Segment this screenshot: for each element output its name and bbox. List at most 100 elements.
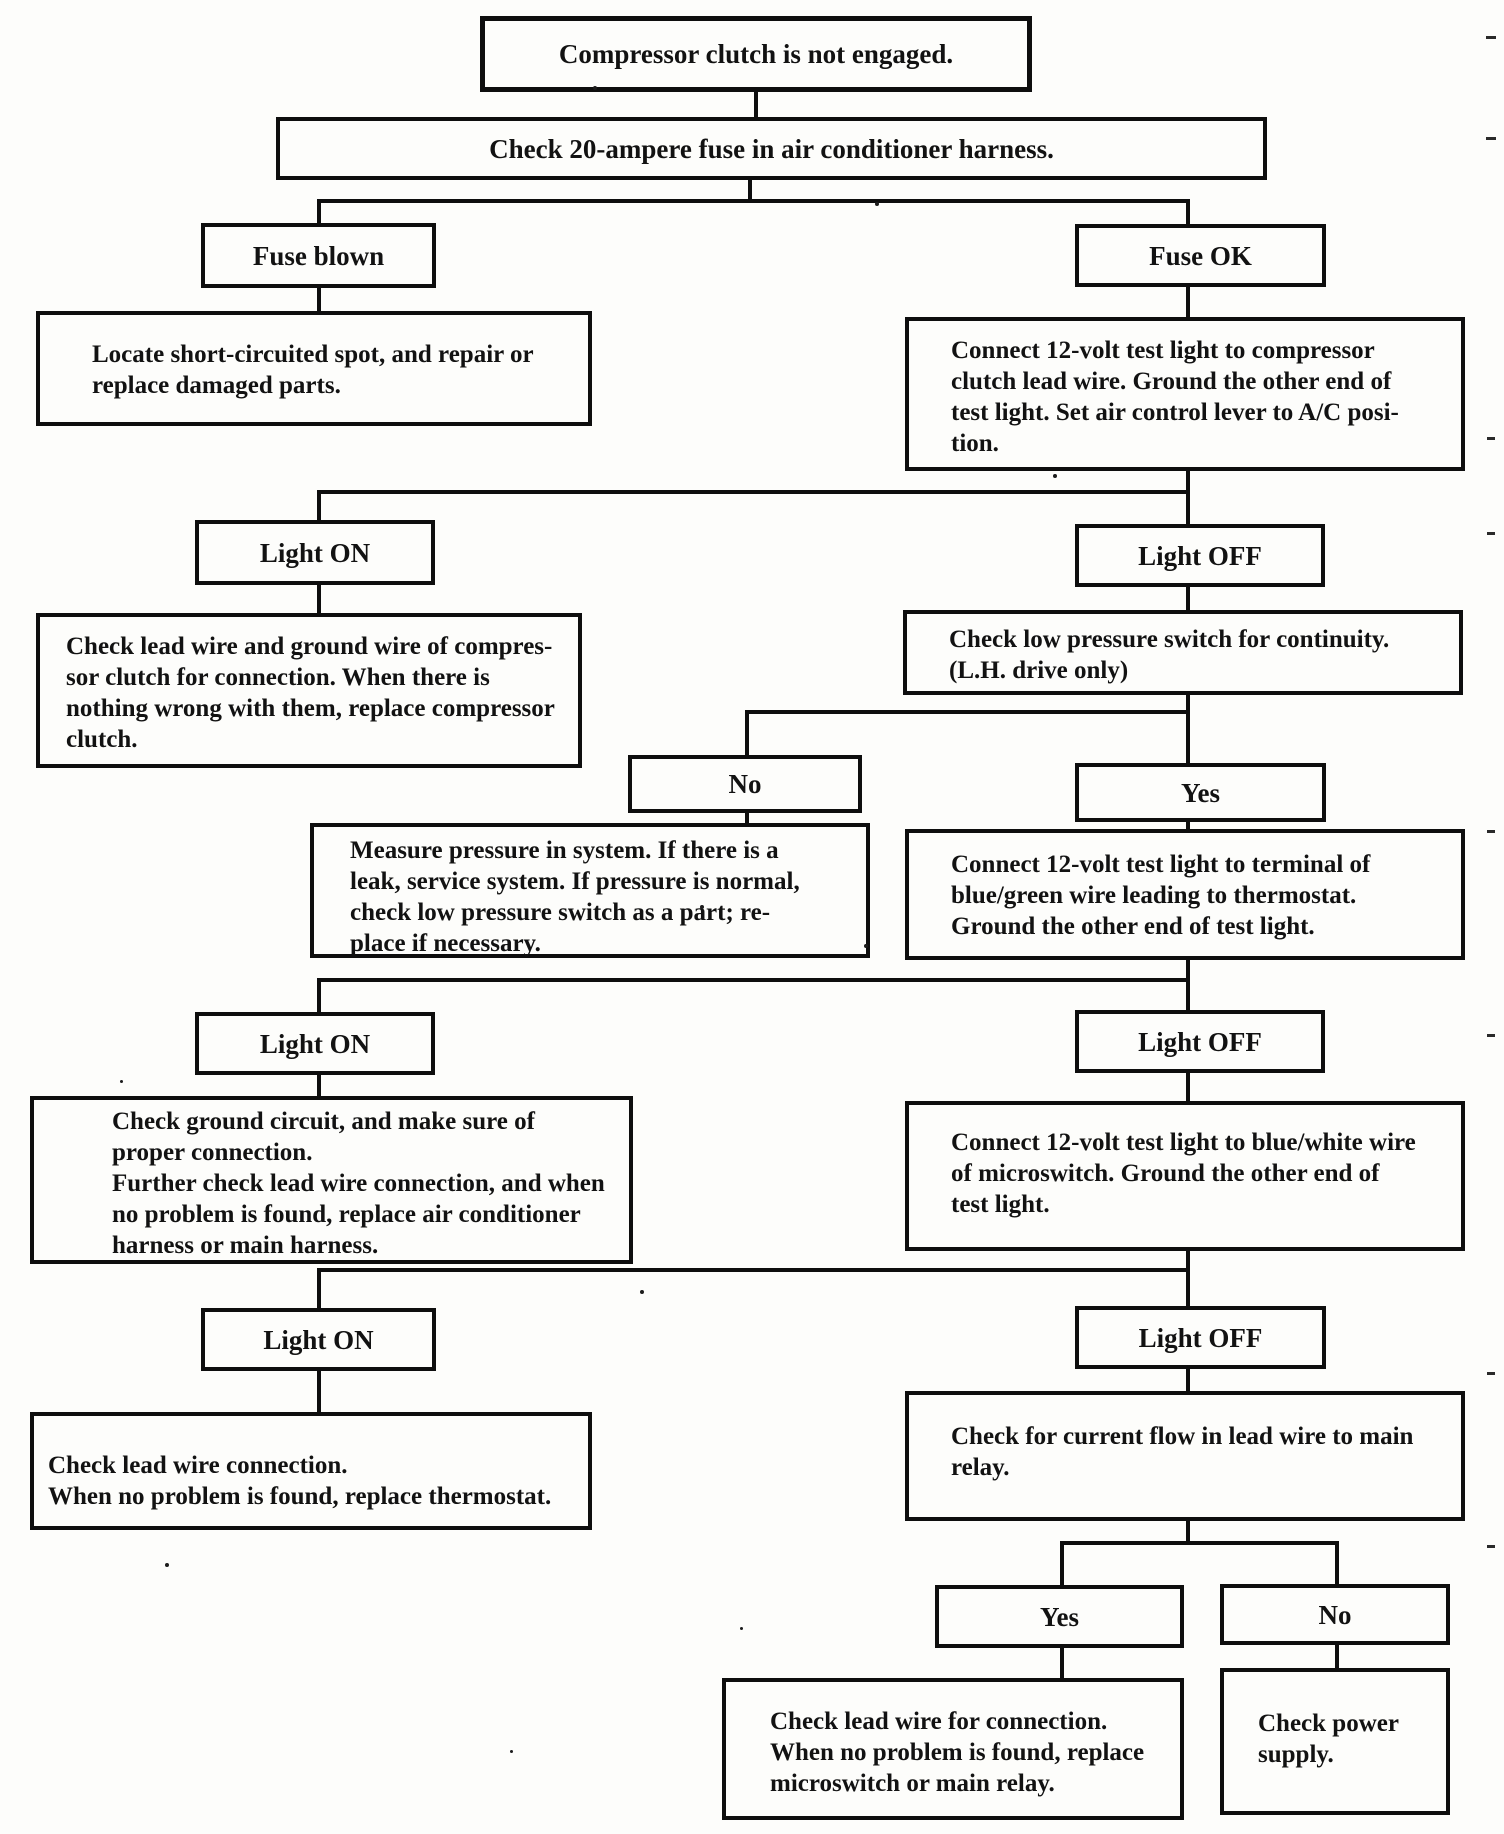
node-light-on-1: Light ON <box>195 520 435 585</box>
connector-horizontal <box>317 1268 1190 1272</box>
connector-vertical <box>317 288 321 313</box>
node-yes-current-label: Yes <box>1040 1601 1079 1632</box>
node-start-label: Compressor clutch is not engaged. <box>558 39 954 69</box>
node-fuse-blown: Fuse blown <box>201 223 436 288</box>
connector-vertical <box>754 92 758 119</box>
scan-speck <box>1487 1545 1495 1548</box>
connector-vertical <box>317 585 321 615</box>
connector-vertical <box>1186 978 1190 1012</box>
connector-vertical <box>1186 490 1190 526</box>
node-check-ground-circuit: Check ground circuit, and make sure of p… <box>30 1096 633 1264</box>
node-test-light-microswitch: Connect 12-volt test light to blue/white… <box>905 1101 1465 1251</box>
node-replace-microswitch: Check lead wire for connection. When no … <box>722 1678 1184 1820</box>
node-test-light-thermostat-label: Connect 12-volt test light to terminal o… <box>951 851 1371 940</box>
connector-vertical <box>1186 1251 1190 1272</box>
node-light-on-3-label: Light ON <box>263 1324 374 1355</box>
node-test-light-clutch: Connect 12-volt test light to compressor… <box>905 317 1465 471</box>
node-low-pressure-switch: Check low pressure switch for continuity… <box>903 610 1463 695</box>
scan-speck <box>700 905 704 909</box>
node-no-pressure: No <box>628 755 862 813</box>
node-light-on-1-label: Light ON <box>259 537 371 568</box>
node-check-clutch-wires-label: Check lead wire and ground wire of compr… <box>66 633 555 753</box>
node-no-current-label: No <box>1318 1599 1352 1630</box>
node-fuse-blown-label: Fuse blown <box>252 240 385 271</box>
node-check-fuse-label: Check 20-ampere fuse in air conditioner … <box>489 133 1054 164</box>
connector-vertical <box>1060 1648 1064 1680</box>
connector-vertical <box>1186 1268 1190 1308</box>
connector-vertical <box>1186 1073 1190 1103</box>
scan-speck <box>875 202 879 206</box>
scan-speck <box>1487 830 1495 833</box>
scan-speck <box>1053 474 1057 478</box>
node-replace-microswitch-label: Check lead wire for connection. When no … <box>770 1708 1145 1797</box>
node-light-off-3-label: Light OFF <box>1138 1322 1263 1353</box>
scan-speck <box>864 944 868 948</box>
connector-horizontal <box>1060 1541 1339 1545</box>
node-light-off-1-label: Light OFF <box>1138 540 1262 571</box>
node-check-current-flow: Check for current flow in lead wire to m… <box>905 1391 1465 1521</box>
node-check-current-flow-label: Check for current flow in lead wire to m… <box>951 1423 1414 1481</box>
connector-vertical <box>1186 287 1190 319</box>
connector-vertical <box>1186 1521 1190 1545</box>
connector-horizontal <box>317 978 1190 982</box>
scan-speck <box>1487 1372 1495 1375</box>
scan-speck <box>593 86 597 90</box>
scan-speck <box>1487 437 1495 440</box>
node-yes-current: Yes <box>935 1585 1184 1648</box>
node-light-off-2-label: Light OFF <box>1138 1026 1262 1057</box>
connector-vertical <box>1186 695 1190 714</box>
node-fuse-ok: Fuse OK <box>1075 224 1326 287</box>
connector-vertical <box>317 199 321 225</box>
node-test-light-microswitch-label: Connect 12-volt test light to blue/white… <box>951 1129 1416 1218</box>
connector-vertical <box>1186 587 1190 612</box>
node-fuse-ok-label: Fuse OK <box>1149 240 1252 271</box>
node-check-power-supply: Check power supply. <box>1220 1668 1450 1815</box>
connector-vertical <box>1186 822 1190 831</box>
node-replace-thermostat-label: Check lead wire connection. When no prob… <box>48 1452 552 1510</box>
node-light-on-3: Light ON <box>201 1308 436 1371</box>
connector-vertical <box>317 1371 321 1414</box>
scan-speck <box>1486 137 1496 140</box>
connector-vertical <box>1186 960 1190 982</box>
node-light-off-3: Light OFF <box>1075 1306 1326 1369</box>
connector-horizontal <box>317 199 1190 203</box>
node-yes-pressure-label: Yes <box>1181 777 1220 808</box>
node-no-current: No <box>1220 1584 1450 1645</box>
node-low-pressure-switch-label: Check low pressure switch for continuity… <box>949 626 1390 684</box>
scan-speck <box>1487 532 1495 535</box>
node-repair-short-label: Locate short-circuited spot, and repair … <box>92 341 534 399</box>
node-check-fuse: Check 20-ampere fuse in air conditioner … <box>276 117 1267 180</box>
node-repair-short: Locate short-circuited spot, and repair … <box>36 311 592 426</box>
node-check-clutch-wires: Check lead wire and ground wire of compr… <box>36 613 582 768</box>
connector-vertical <box>1186 471 1190 494</box>
node-check-ground-circuit-label: Check ground circuit, and make sure of p… <box>112 1108 605 1259</box>
connector-vertical <box>317 1075 321 1098</box>
node-test-light-thermostat: Connect 12-volt test light to terminal o… <box>905 829 1465 960</box>
connector-vertical <box>1186 710 1190 765</box>
scan-speck <box>1487 1034 1495 1037</box>
scan-speck <box>1486 36 1496 39</box>
scan-speck <box>740 1627 743 1630</box>
connector-vertical <box>317 978 321 1014</box>
scan-speck <box>640 1290 644 1294</box>
connector-vertical <box>745 813 749 825</box>
connector-vertical <box>748 180 752 202</box>
connector-vertical <box>317 1268 321 1310</box>
node-light-off-1: Light OFF <box>1075 524 1325 587</box>
node-light-on-2-label: Light ON <box>259 1028 371 1059</box>
node-light-on-2: Light ON <box>195 1012 435 1075</box>
connector-vertical <box>317 490 321 522</box>
node-measure-pressure-label: Measure pressure in system. If there is … <box>350 837 800 957</box>
node-check-power-supply-label: Check power supply. <box>1258 1710 1399 1768</box>
connector-vertical <box>1186 199 1190 226</box>
scan-speck <box>510 1750 513 1753</box>
node-start: Compressor clutch is not engaged. <box>480 16 1032 92</box>
connector-vertical <box>1060 1541 1064 1587</box>
scan-speck <box>165 1563 169 1567</box>
node-yes-pressure: Yes <box>1075 763 1326 822</box>
connector-vertical <box>1335 1541 1339 1586</box>
connector-horizontal <box>317 490 1190 494</box>
node-no-pressure-label: No <box>728 769 762 799</box>
connector-horizontal <box>745 710 1190 714</box>
